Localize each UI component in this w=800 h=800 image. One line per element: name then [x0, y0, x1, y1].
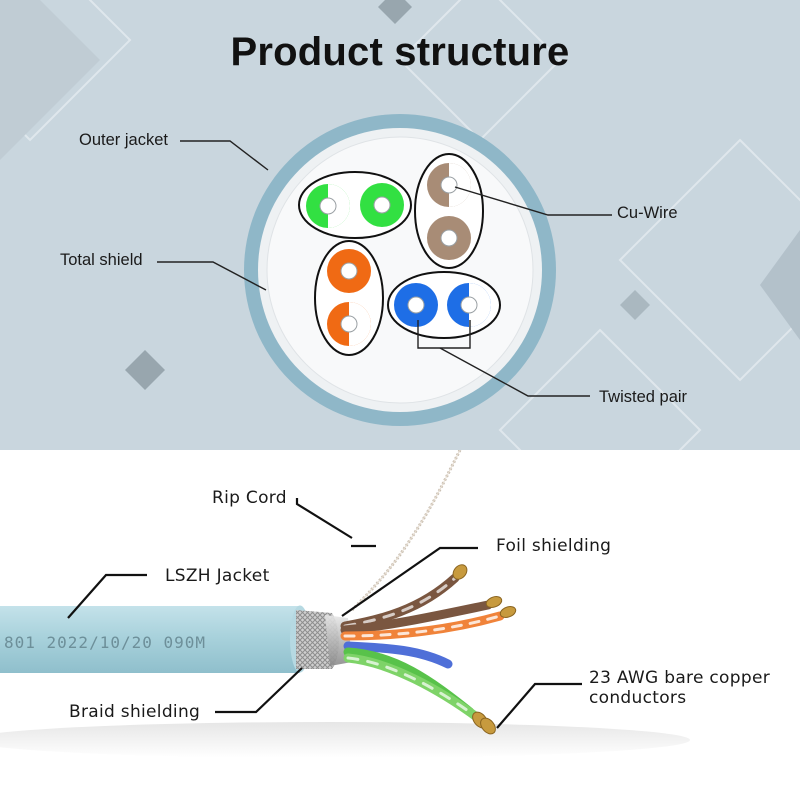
jacket-print-text: 801 2022/10/20 090M	[4, 633, 206, 652]
cross-section-panel: Product structure	[0, 0, 800, 450]
copper-conductor-tips	[452, 564, 517, 735]
leader-lines	[157, 140, 612, 397]
label-twisted-pair: Twisted pair	[599, 388, 688, 406]
rip-cord-highlight	[351, 450, 461, 611]
background-decoration	[0, 0, 800, 450]
label-awg-line1: 23 AWG bare copper	[589, 668, 770, 688]
label-lszh-jacket: LSZH Jacket	[165, 566, 270, 586]
label-total-shield: Total shield	[60, 251, 143, 269]
cable-leader-lines	[67, 498, 582, 729]
orange-pair	[314, 240, 384, 356]
label-foil-shielding: Foil shielding	[496, 536, 612, 556]
twisted-wires	[340, 573, 505, 723]
blue-pair	[387, 271, 501, 339]
label-braid-shielding: Braid shielding	[69, 702, 201, 722]
cable-illustration: 801 2022/10/20 090M	[0, 450, 690, 758]
label-cu-wire: Cu-Wire	[617, 204, 678, 222]
label-outer-jacket: Outer jacket	[79, 131, 168, 149]
label-rip-cord: Rip Cord	[212, 488, 287, 508]
green-pair	[298, 171, 412, 239]
label-awg-line2: conductors	[589, 688, 687, 708]
cable-cross-section	[157, 114, 612, 426]
inner-core	[266, 136, 534, 404]
cable-view-panel: 801 2022/10/20 090M Rip Cord Foil shield…	[0, 450, 800, 800]
page-title: Product structure	[230, 30, 570, 74]
floor-shadow	[0, 722, 690, 758]
lszh-jacket	[0, 606, 300, 673]
brown-pair	[414, 153, 484, 269]
